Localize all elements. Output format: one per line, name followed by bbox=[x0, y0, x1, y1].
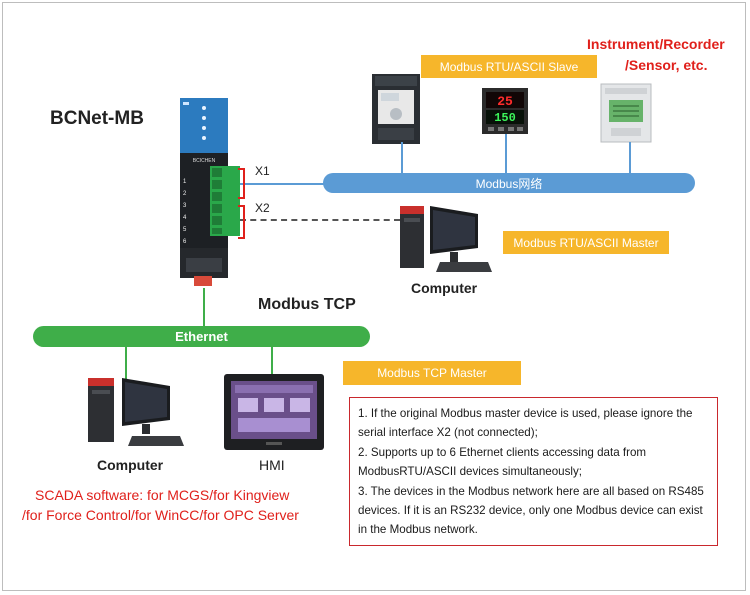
gateway-body-icon: BCICHEN bbox=[180, 98, 240, 286]
instrument-label-2: /Sensor, etc. bbox=[625, 57, 708, 73]
x2-dashed-line bbox=[240, 219, 400, 221]
terminal-number: 5 bbox=[183, 227, 187, 233]
notes-box: 1. If the original Modbus master device … bbox=[349, 397, 718, 546]
terminal-number: 3 bbox=[183, 203, 187, 209]
note-item: 3. The devices in the Modbus network her… bbox=[358, 484, 704, 537]
terminal-number: 2 bbox=[183, 191, 187, 197]
note-item: 1. If the original Modbus master device … bbox=[358, 407, 693, 440]
ethernet-bus: Ethernet bbox=[33, 326, 370, 347]
terminal-number: 1 bbox=[183, 179, 187, 185]
modbus-network-bus: Modbus网络 bbox=[323, 173, 695, 193]
x1-bracket bbox=[238, 168, 245, 199]
rtu-master-tag: Modbus RTU/ASCII Master bbox=[503, 231, 669, 254]
scada-label-2: /for Force Control/for WinCC/for OPC Ser… bbox=[22, 507, 299, 523]
x1-line bbox=[240, 183, 326, 185]
computer-left-label: Computer bbox=[97, 457, 164, 473]
power-meter-icon bbox=[600, 83, 652, 143]
computer-right-label: Computer bbox=[411, 280, 478, 296]
gateway-ethernet-drop bbox=[203, 288, 205, 326]
note-item: 2. Supports up to 6 Ethernet clients acc… bbox=[358, 445, 647, 479]
computer-left-drop bbox=[125, 347, 127, 379]
x1-label: X1 bbox=[255, 164, 270, 178]
terminal-numbers: 1 2 3 4 5 6 bbox=[183, 176, 186, 248]
x2-label: X2 bbox=[255, 201, 270, 215]
instrument-label-1: Instrument/Recorder bbox=[587, 36, 725, 52]
hmi-label: HMI bbox=[259, 457, 285, 473]
modbus-tcp-label: Modbus TCP bbox=[258, 296, 356, 313]
bcnet-mb-gateway: BCICHEN 1 2 3 4 5 6 bbox=[180, 98, 240, 288]
controller-top-readout: 25 bbox=[497, 94, 513, 109]
controller-drop-line bbox=[505, 134, 507, 176]
device-title: BCNet-MB bbox=[50, 108, 144, 129]
controller-bottom-readout: 150 bbox=[494, 111, 516, 125]
terminal-number: 4 bbox=[183, 215, 187, 221]
slave-tag: Modbus RTU/ASCII Slave bbox=[421, 55, 597, 78]
x2-bracket bbox=[238, 205, 245, 239]
temperature-controller-icon: 25 150 bbox=[482, 88, 528, 134]
hmi-drop bbox=[271, 347, 273, 375]
computer-right-icon bbox=[400, 206, 492, 272]
scada-label-1: SCADA software: for MCGS/for Kingview bbox=[35, 487, 290, 503]
device-brand: BCICHEN bbox=[193, 158, 216, 164]
vfd-drop-line bbox=[401, 142, 403, 176]
tcp-master-tag: Modbus TCP Master bbox=[343, 361, 521, 385]
terminal-number: 6 bbox=[183, 239, 187, 245]
computer-left-icon bbox=[88, 378, 184, 446]
port-brackets bbox=[238, 168, 245, 239]
vfd-drive-icon bbox=[372, 74, 420, 144]
hmi-panel-icon bbox=[224, 374, 324, 450]
meter-drop-line bbox=[629, 142, 631, 176]
